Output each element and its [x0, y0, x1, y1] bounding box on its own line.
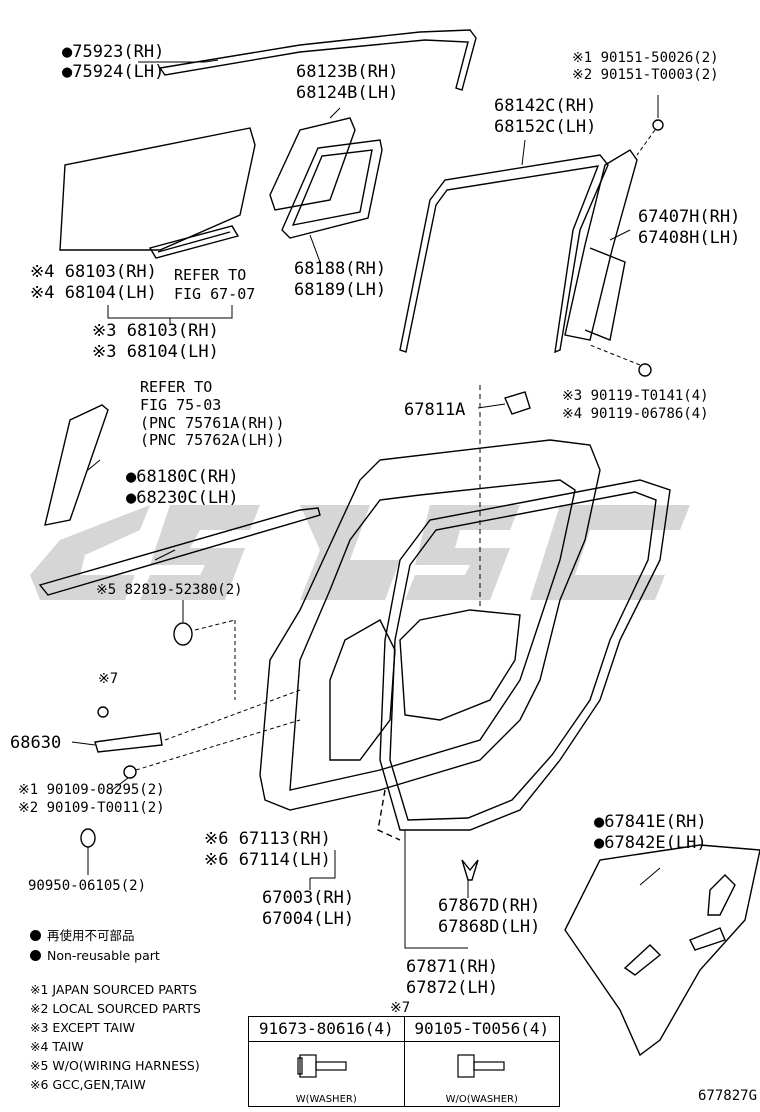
bolt-caption-1: W(WASHER)	[295, 1094, 357, 1105]
label-67408-text: 67408H(LH)	[638, 228, 741, 248]
bolt-with-washer-cell: W(WASHER)	[248, 1041, 405, 1107]
label-90151-b: ※2 90151-T0003(2)	[572, 67, 719, 83]
watermark-logo	[30, 505, 690, 600]
refer-fig-75-03-line2: FIG 75-03	[140, 396, 222, 414]
bolt-without-washer-cell: W/O(WASHER)	[403, 1041, 560, 1107]
label-note7-a: ※7	[98, 671, 119, 687]
bolt-table-part-1: 91673-80616(4)	[248, 1016, 405, 1042]
label-68123: 68123B(RH)	[296, 62, 399, 82]
label-67114: ※6 67114(LH)	[204, 850, 331, 870]
label-68104-a: ※4 68104(LH)	[30, 283, 157, 303]
label-67868: 67868D(LH)	[438, 917, 541, 937]
refer-fig-67-07-line2: FIG 67-07	[174, 285, 256, 303]
label-67842: ●67842E(LH)	[594, 833, 707, 853]
label-67004: 67004(LH)	[262, 909, 355, 929]
legend-nonreusable-en: Non-reusable part	[30, 948, 160, 964]
label-67871: 67871(RH)	[406, 957, 499, 977]
label-68180: ●68180C(RH)	[126, 467, 239, 487]
refer-fig-75-03-line1: REFER TO	[140, 378, 213, 396]
label-75923: ●75923(RH)	[62, 42, 165, 62]
legend-note-3: ※3 EXCEPT TAIW	[30, 1020, 135, 1035]
label-68630: 68630	[10, 733, 62, 753]
legend-nonreusable-en-text: Non-reusable part	[46, 948, 160, 963]
label-68152: 68152C(LH)	[494, 117, 597, 137]
label-67407: 67407H(RH)	[638, 207, 741, 227]
label-68103-a: ※4 68103(RH)	[30, 262, 157, 282]
label-68230: ●68230C(LH)	[126, 488, 239, 508]
label-82819: ※5 82819-52380(2)	[96, 582, 243, 598]
bolt-table-part-2: 90105-T0056(4)	[403, 1016, 560, 1042]
figure-number: 677827G	[698, 1088, 758, 1104]
refer-pnc-lh: (PNC 75762A(LH))	[140, 431, 285, 449]
label-90119-a: ※3 90119-T0141(4)	[562, 388, 709, 404]
legend-note-6: ※6 GCC,GEN,TAIW	[30, 1077, 146, 1092]
label-90950: 90950-06105(2)	[28, 878, 147, 894]
label-67003: 67003(RH)	[262, 888, 355, 908]
label-68124: 68124B(LH)	[296, 83, 399, 103]
label-67113: ※6 67113(RH)	[204, 829, 331, 849]
label-note7-b: ※7	[390, 1000, 411, 1016]
label-67872: 67872(LH)	[406, 978, 499, 998]
bolt-caption-2: W/O(WASHER)	[445, 1094, 518, 1105]
label-90109-b: ※2 90109-T0011(2)	[18, 800, 165, 816]
bolt-table: 91673-80616(4) 90105-T0056(4) W(WASHER) …	[248, 1016, 560, 1107]
label-68104-b: ※3 68104(LH)	[92, 342, 219, 362]
legend-note-4: ※4 TAIW	[30, 1039, 84, 1054]
label-67867: 67867D(RH)	[438, 896, 541, 916]
nonreusable-dot-icon	[30, 950, 41, 961]
refer-fig-67-07-line1: REFER TO	[174, 266, 247, 284]
label-68189: 68189(LH)	[294, 280, 387, 300]
label-90119-b: ※4 90119-06786(4)	[562, 406, 709, 422]
legend-note-2: ※2 LOCAL SOURCED PARTS	[30, 1001, 201, 1016]
label-68103-b: ※3 68103(RH)	[92, 321, 219, 341]
label-67841: ●67841E(RH)	[594, 812, 707, 832]
legend-note-1: ※1 JAPAN SOURCED PARTS	[30, 982, 197, 997]
label-67811: 67811A	[404, 400, 466, 420]
label-68188: 68188(RH)	[294, 259, 387, 279]
label-75924: ●75924(LH)	[62, 62, 165, 82]
legend-note-5: ※5 W/O(WIRING HARNESS)	[30, 1058, 200, 1073]
label-90151-a: ※1 90151-50026(2)	[572, 50, 719, 66]
legend-nonreusable-jp-text: 再使用不可部品	[46, 928, 135, 943]
refer-pnc-rh: (PNC 75761A(RH))	[140, 414, 285, 432]
nonreusable-dot-icon	[30, 930, 41, 941]
legend-nonreusable-jp: 再使用不可部品	[30, 928, 135, 944]
label-90109-a: ※1 90109-08295(2)	[18, 782, 165, 798]
label-68142: 68142C(RH)	[494, 96, 597, 116]
